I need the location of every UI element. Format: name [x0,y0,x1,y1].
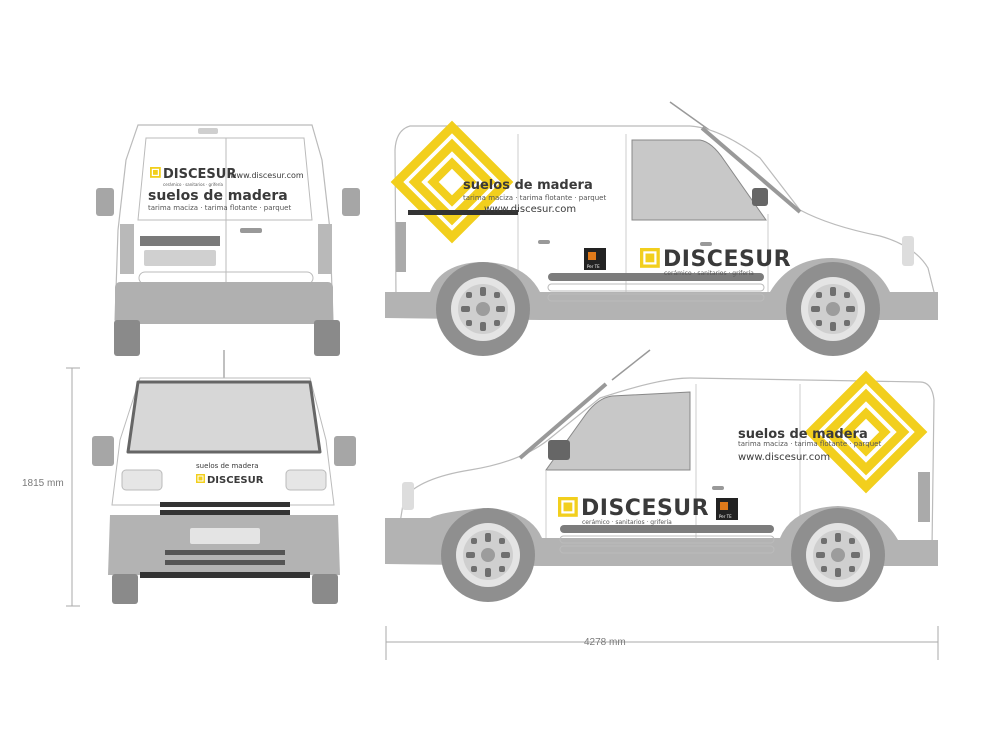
height-dimension-label: 1815 mm [22,478,64,489]
side-view-left: suelos de madera tarima maciza · tarima … [385,349,938,602]
side-left-website: www.discesur.com [738,452,830,463]
front-brand-name: DISCESUR [207,475,264,486]
side-view-right: suelos de madera tarima maciza · tarima … [385,101,938,356]
rear-products: tarima maciza · tarima flotante · parque… [148,204,291,212]
rear-headline: suelos de madera [148,188,288,204]
rear-website: www.discesur.com [230,171,304,180]
side-left-brand-name: DISCESUR [581,496,709,521]
side-left-services: cerámico · sanitarios · grifería [582,519,672,526]
front-headline: suelos de madera [196,462,259,470]
side-left-headline: suelos de madera [738,427,868,442]
length-dimension [385,626,939,660]
rear-brand-name: DISCESUR [163,167,236,182]
side-right-products: tarima maciza · tarima flotante · parque… [463,194,606,202]
side-right-website: www.discesur.com [484,204,576,215]
side-left-partner: Per TE [719,514,732,519]
side-right-partner: Per TE [587,264,600,269]
side-right-services: cerámico · sanitarios · grifería [664,270,754,277]
side-left-products: tarima maciza · tarima flotante · parque… [738,440,881,448]
side-right-brand-name: DISCESUR [663,247,791,272]
length-dimension-label: 4278 mm [584,637,626,648]
height-dimension [66,367,80,607]
side-right-headline: suelos de madera [463,178,593,193]
rear-view: DISCESUR cerámico · sanitarios · griferí… [96,124,360,356]
front-view: suelos de madera DISCESUR [92,350,356,604]
rear-brand-services: cerámico · sanitarios · grifería [163,182,223,187]
